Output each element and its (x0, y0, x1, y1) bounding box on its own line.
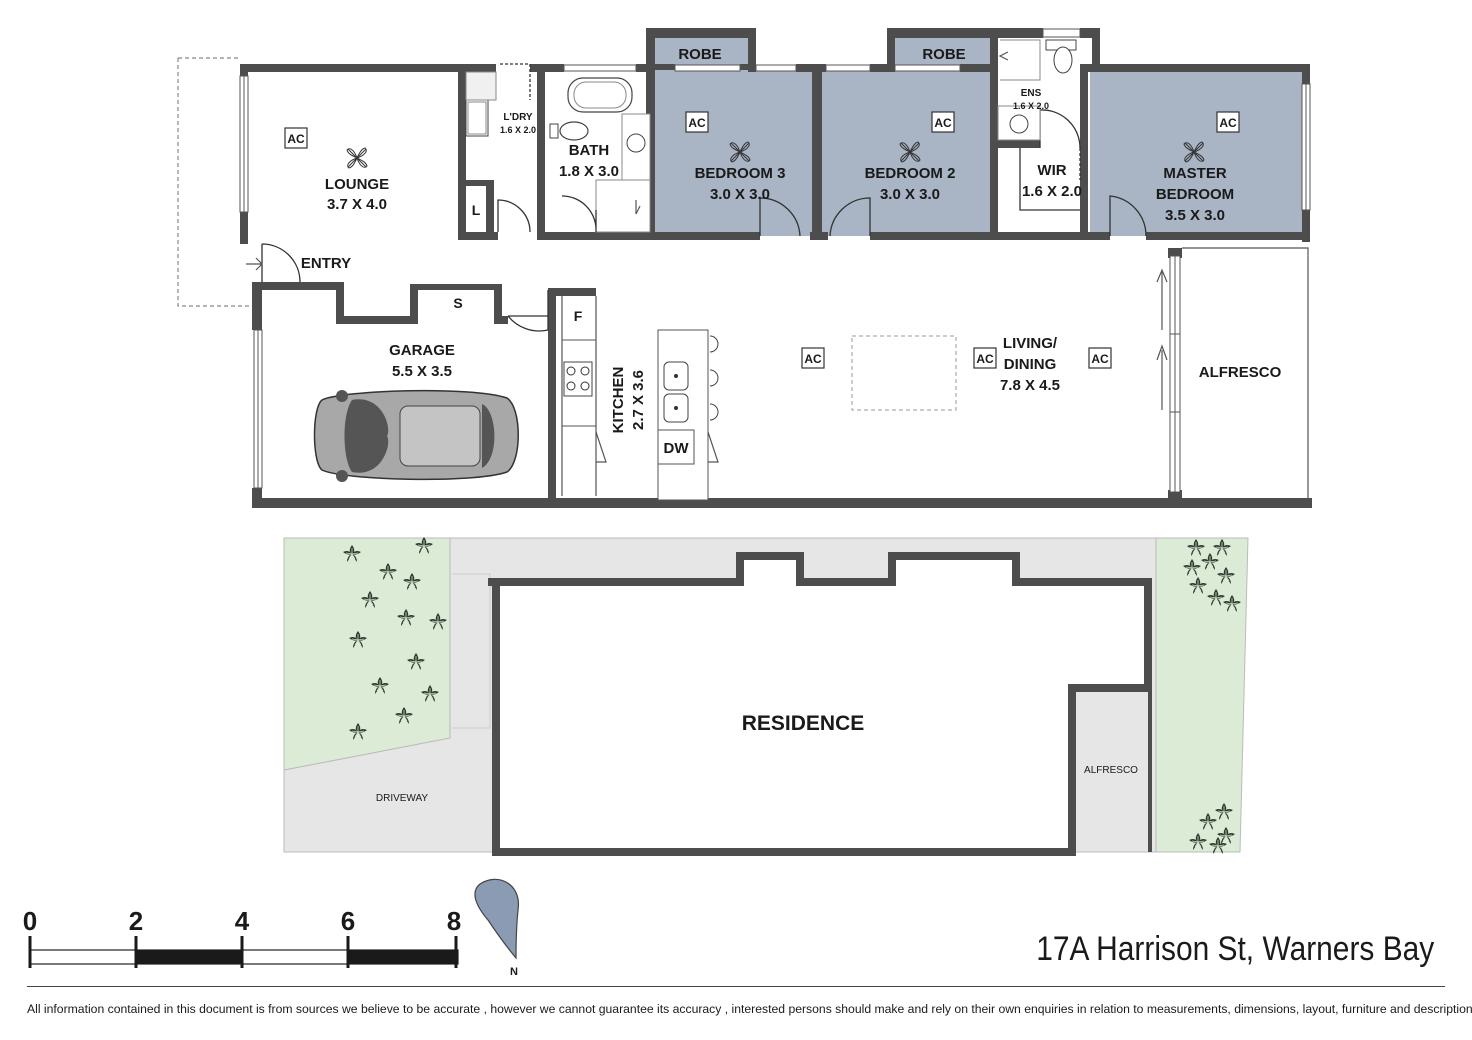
wir-name: WIR (1037, 162, 1066, 179)
entry-name: ENTRY (301, 255, 351, 272)
living-name-1: LIVING/ (1003, 335, 1058, 352)
bath-size: 1.8 X 3.0 (559, 163, 619, 180)
ac-label: AC (1091, 352, 1109, 366)
garden-left (283, 537, 451, 771)
robe-2-name: ROBE (922, 46, 965, 63)
kitchen-name: KITCHEN (610, 367, 627, 434)
master-size: 3.5 X 3.0 (1165, 207, 1225, 224)
scale-tick-8: 8 (447, 906, 461, 936)
bedroom3-area (655, 70, 812, 236)
alfresco-site-area (1076, 692, 1152, 848)
scale-tick-4: 4 (235, 906, 250, 936)
alfresco-site-label: ALFRESCO (1084, 765, 1138, 776)
robe-1-name: ROBE (678, 46, 721, 63)
bedroom2-name: BEDROOM 2 (865, 165, 956, 182)
alfresco-name: ALFRESCO (1199, 364, 1282, 381)
driveway-label: DRIVEWAY (376, 793, 429, 804)
garage-size: 5.5 X 3.5 (392, 363, 452, 380)
car-icon (313, 389, 519, 482)
bath-name: BATH (569, 142, 610, 159)
dishwasher-name: DW (664, 440, 690, 457)
ac-label: AC (804, 352, 822, 366)
residence-outline (488, 552, 1152, 856)
residence-label: RESIDENCE (742, 712, 865, 735)
ac-label: AC (1219, 116, 1237, 130)
site-plan: RESIDENCE ALFRESCO DRIVEWAY (283, 536, 1249, 856)
ac-label: AC (976, 352, 994, 366)
ac-label: AC (688, 116, 706, 130)
ac-markers: AC AC AC AC AC AC AC (284, 111, 1240, 369)
fridge-name: F (574, 308, 583, 324)
living-name-2: DINING (1004, 356, 1057, 373)
laundry-name: L'DRY (503, 112, 533, 123)
ac-label: AC (934, 116, 952, 130)
robe-1-area (655, 38, 748, 68)
master-name-2: BEDROOM (1156, 186, 1234, 203)
lounge-size: 3.7 X 4.0 (327, 196, 387, 213)
bedroom3-name: BEDROOM 3 (695, 165, 786, 182)
scale-tick-6: 6 (341, 906, 355, 936)
ensuite-name: ENS (1021, 88, 1042, 99)
storage-name: S (453, 295, 462, 311)
living-size: 7.8 X 4.5 (1000, 377, 1060, 394)
room-labels: AC AC AC AC AC AC AC LOUNGE 3.7 X 4.0 L'… (284, 46, 1282, 457)
laundry-size: 1.6 X 2.0 (500, 125, 536, 135)
garage-name: GARAGE (389, 342, 455, 359)
robe-2-area (895, 38, 990, 68)
bedroom3-size: 3.0 X 3.0 (710, 186, 770, 203)
garden-right (1155, 537, 1249, 853)
kitchen-size: 2.7 X 3.6 (630, 370, 647, 430)
scale-bar: 0 2 4 6 8 (23, 906, 461, 968)
linen-name: L (472, 202, 481, 218)
master-bedroom-area (1090, 70, 1306, 236)
wir-size: 1.6 X 2.0 (1022, 183, 1082, 200)
compass-label: N (510, 966, 518, 978)
bedroom2-size: 3.0 X 3.0 (880, 186, 940, 203)
ac-label: AC (287, 132, 305, 146)
master-name-1: MASTER (1163, 165, 1227, 182)
north-compass-icon: N (474, 878, 519, 978)
scale-tick-2: 2 (129, 906, 143, 936)
ensuite-size: 1.6 X 2.0 (1013, 101, 1049, 111)
lounge-name: LOUNGE (325, 176, 389, 193)
floor-plan (177, 28, 1312, 508)
property-address: 17A Harrison St, Warners Bay (1036, 930, 1434, 968)
scale-tick-0: 0 (23, 906, 37, 936)
divider-line (27, 986, 1445, 987)
disclaimer-text: All information contained in this docume… (27, 1002, 1472, 1016)
